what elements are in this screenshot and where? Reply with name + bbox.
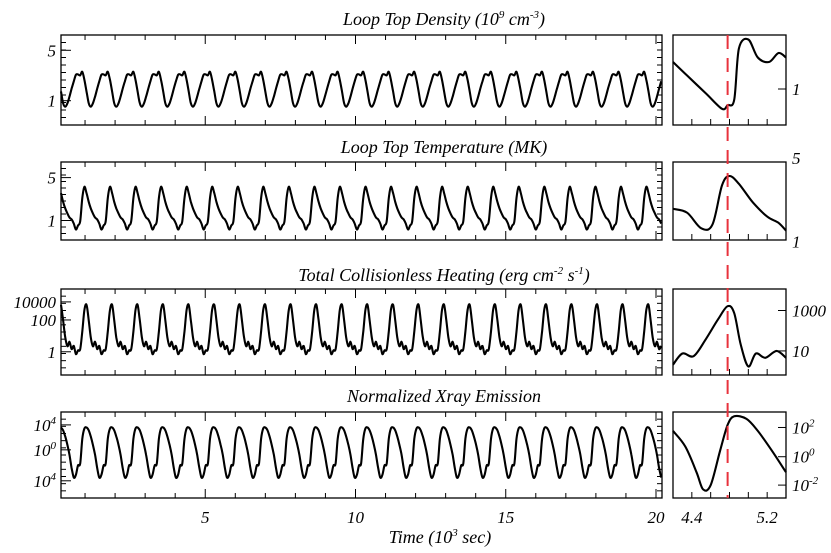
density-zoom-frame — [672, 34, 787, 126]
heating-series-line — [59, 303, 663, 356]
heating-y-tick-label: 100 — [31, 311, 57, 330]
temperature-zoom-y-tick-label: 1 — [792, 233, 801, 252]
xray-axes: 104 100 104 102 100 10-2 — [34, 411, 819, 499]
xray-y-tick-label: 104 — [34, 471, 57, 491]
density-y-tick-label: 1 — [48, 92, 57, 111]
x-tick-label: 20 — [647, 508, 665, 527]
zoom-x-tick-label: 5.2 — [757, 508, 779, 527]
temperature-axes: 5 1 5 1 — [48, 149, 801, 251]
panel-density: Loop Top Density (109 cm-3) — [342, 9, 545, 30]
heating-main-frame — [60, 288, 663, 376]
temperature-y-tick-label: 1 — [48, 212, 57, 231]
panel-temperature: Loop Top Temperature (MK) — [340, 137, 548, 158]
xray-series-line — [60, 426, 663, 479]
temperature-zoom-frame — [672, 161, 787, 241]
heating-zoom-series-line — [672, 304, 787, 368]
plot-area: 511515110000100110001010410010410210010-… — [14, 34, 827, 527]
x-tick-label: 10 — [347, 508, 365, 527]
xray-zoom-series-line — [672, 414, 787, 492]
density-series-line — [59, 70, 663, 108]
x-tick-label: 5 — [201, 508, 210, 527]
x-tick-label: 15 — [497, 508, 514, 527]
temperature-zoom-series-line — [672, 174, 787, 232]
panel-xray: Normalized Xray Emission — [346, 386, 541, 406]
heating-y-tick-label: 10000 — [14, 293, 57, 312]
x-axis-label: Time (103 sec) — [389, 527, 492, 548]
heating-zoom-y-tick-label: 10 — [792, 342, 810, 361]
density-zoom-y-tick-label: 1 — [792, 80, 801, 99]
density-title: Loop Top Density (109 cm-3) — [342, 9, 545, 30]
temperature-title: Loop Top Temperature (MK) — [340, 137, 548, 158]
zoom-x-tick-label: 4.4 — [681, 508, 703, 527]
density-y-tick-label: 5 — [48, 41, 57, 60]
xray-zoom-y-tick-label: 100 — [792, 447, 815, 467]
temperature-y-tick-label: 5 — [48, 169, 57, 188]
temperature-zoom-y-tick-label: 5 — [792, 149, 801, 168]
heating-zoom-y-tick-label: 1000 — [792, 302, 827, 321]
density-axes: 5 1 1 — [48, 34, 801, 126]
xray-title: Normalized Xray Emission — [346, 386, 541, 406]
heating-zoom-frame — [672, 288, 787, 376]
density-zoom-series-line — [672, 37, 787, 111]
xray-y-tick-label: 104 — [34, 415, 57, 435]
panel-heating: Total Collisionless Heating (erg cm-2 s-… — [298, 265, 590, 286]
temperature-series-line — [59, 185, 663, 231]
xray-zoom-y-tick-label: 10-2 — [792, 475, 819, 495]
heating-title: Total Collisionless Heating (erg cm-2 s-… — [298, 265, 590, 286]
xray-zoom-y-tick-label: 102 — [792, 417, 815, 437]
heating-y-tick-label: 1 — [48, 343, 57, 362]
xray-y-tick-label: 100 — [34, 440, 57, 460]
